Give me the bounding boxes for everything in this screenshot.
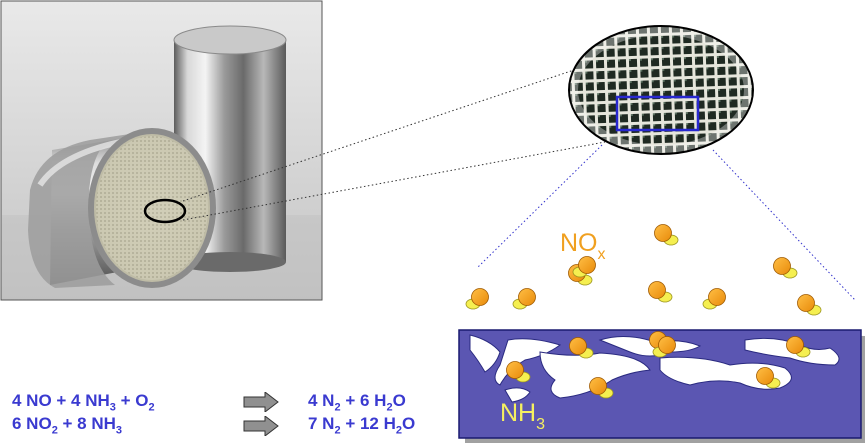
molecule	[652, 336, 676, 358]
nox-label: NOx	[560, 229, 606, 263]
face-highlight-ellipse	[143, 198, 187, 224]
magnifier-lens	[568, 25, 754, 155]
reaction-arrow-1	[243, 392, 279, 412]
molecule	[512, 288, 536, 310]
molecule	[797, 294, 822, 316]
molecule	[589, 377, 614, 399]
zoom-lines	[182, 68, 606, 221]
molecule	[786, 336, 811, 358]
molecule	[465, 288, 489, 310]
photo-panel	[0, 0, 323, 301]
molecule	[756, 367, 781, 389]
molecule	[654, 224, 679, 246]
molecule	[702, 288, 726, 310]
molecule	[572, 256, 596, 278]
molecules-layer	[465, 224, 822, 399]
equation-1-lhs: 4 NO + 4 NH3 + O2	[12, 391, 155, 414]
equation-2-rhs: 7 N2 + 12 H2O	[308, 414, 416, 437]
equation-1-rhs: 4 N2 + 6 H2O	[308, 391, 406, 414]
front-cylinder	[28, 128, 216, 288]
molecule	[648, 281, 673, 303]
lens-zoom-rect	[615, 95, 700, 132]
molecule	[773, 257, 798, 279]
reaction-arrow-2	[243, 416, 279, 436]
nh3-label: NH3	[500, 399, 545, 433]
molecule	[569, 337, 594, 359]
zoom-lines-lower	[476, 144, 856, 301]
honeycomb-face	[96, 136, 208, 280]
molecule	[506, 361, 531, 383]
equation-2-lhs: 6 NO2 + 8 NH3	[12, 414, 123, 437]
